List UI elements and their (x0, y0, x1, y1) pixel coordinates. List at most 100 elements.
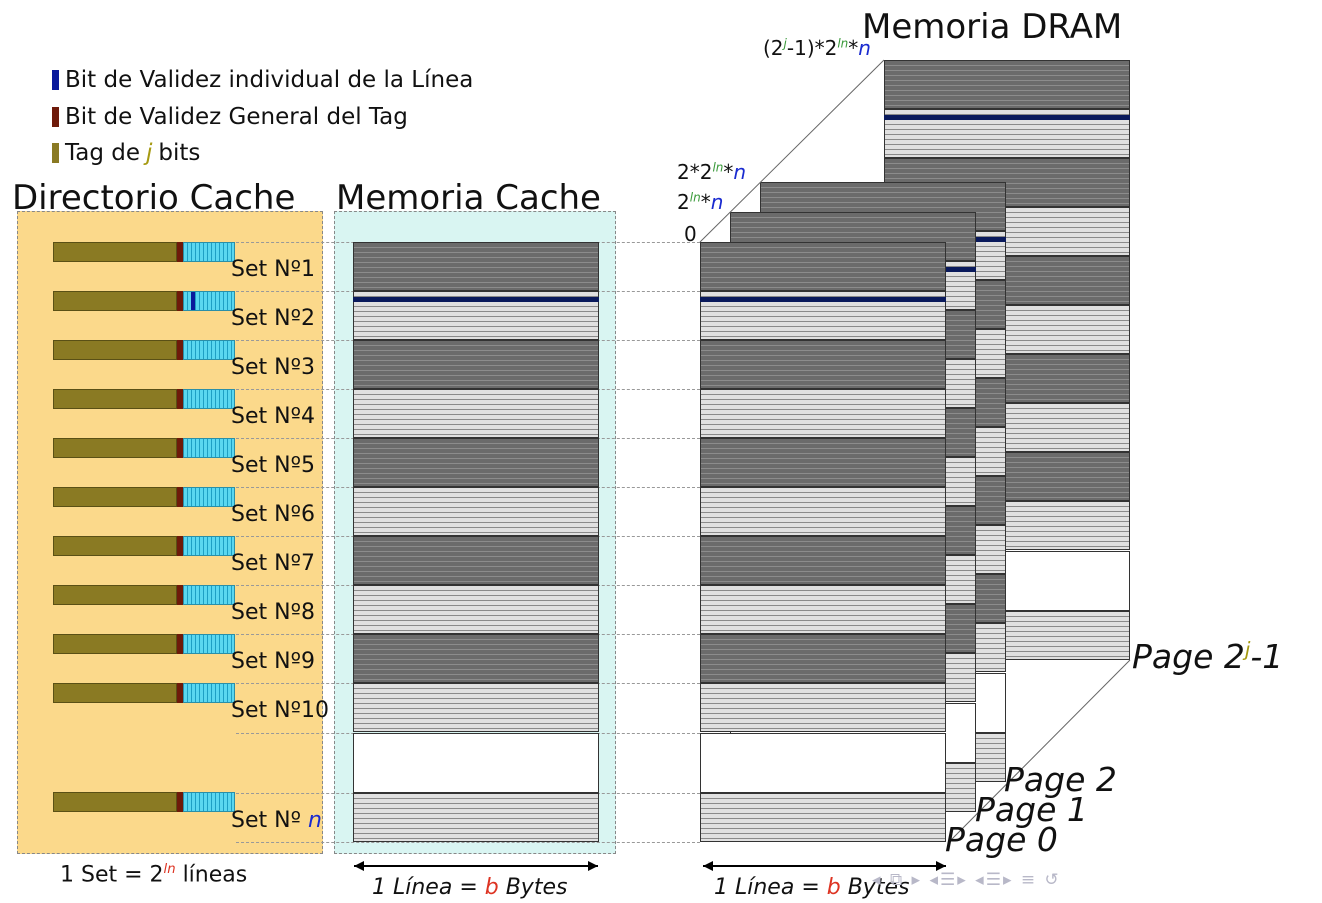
line-block (353, 242, 599, 291)
tag-entry (53, 389, 235, 409)
line-block (700, 487, 946, 536)
address-zero: 0 (684, 222, 697, 246)
line-valid-bits (183, 634, 235, 654)
tag-entry (53, 487, 235, 507)
nav-right-icon[interactable]: ▸ (911, 870, 923, 890)
legend-label-pre: Tag de (65, 140, 140, 166)
line-block (353, 340, 599, 389)
tag-field (53, 536, 177, 556)
addr-pre: 2*2 (677, 160, 713, 184)
valid-bit-marker (191, 292, 195, 310)
line-block (353, 438, 599, 487)
set-label-last: Set Nº n (231, 808, 322, 833)
tag-swatch-icon (52, 143, 59, 163)
tag-field (53, 585, 177, 605)
general-valid-bit (177, 634, 183, 654)
line-valid-bits (183, 291, 235, 311)
page-last-sup: j (1244, 638, 1251, 661)
addr-pre: (2 (763, 36, 784, 60)
addr-sup: ln (712, 160, 724, 175)
cache-line-definition: 1 Línea = b Bytes (372, 875, 567, 900)
subsection-icon[interactable]: ◂☰▸ (975, 870, 1014, 890)
tag-field (53, 487, 177, 507)
perspective-line-bottom (947, 659, 1131, 844)
tag-entry (53, 792, 235, 812)
tag-field (53, 683, 177, 703)
frame-icon[interactable]: ⧉ (889, 870, 905, 890)
line-block (700, 683, 946, 732)
general-valid-bit (177, 242, 183, 262)
general-valid-bit (177, 487, 183, 507)
line-block-last (700, 793, 946, 842)
set-label: Set Nº8 (231, 600, 315, 625)
tag-entry (53, 683, 235, 703)
set-label: Set Nº5 (231, 453, 315, 478)
general-valid-swatch-icon (52, 107, 59, 127)
section-icon[interactable]: ◂☰▸ (929, 870, 968, 890)
tag-field (53, 291, 177, 311)
general-valid-bit (177, 792, 183, 812)
line-def-pre: 1 Línea = (714, 875, 827, 900)
line-block (700, 242, 946, 291)
addr-mid: * (700, 190, 711, 214)
page-last-post: -1 (1250, 637, 1284, 676)
set-label: Set Nº9 (231, 649, 315, 674)
legend-label-var: j (146, 140, 153, 166)
gap-block (700, 733, 946, 793)
line-valid-bits (183, 683, 235, 703)
line-valid-bits (183, 536, 235, 556)
legend-line-valid: Bit de Validez individual de la Línea (52, 67, 473, 93)
line-block (884, 60, 1130, 109)
legend-label: Bit de Validez General del Tag (65, 104, 408, 130)
arrow-head-left-icon (703, 861, 713, 871)
line-valid-bits (183, 487, 235, 507)
addr-var: n (710, 190, 724, 214)
general-valid-bit (177, 585, 183, 605)
set-label: Set Nº2 (231, 306, 315, 331)
undo-icon[interactable]: ↺ (1044, 870, 1061, 890)
page-2-label: Page 2 (1004, 760, 1117, 799)
legend-label: Bit de Validez individual de la Línea (65, 67, 474, 93)
line-block (700, 634, 946, 683)
address-last-page: (2j-1)*2ln*n (763, 36, 871, 60)
line-valid-bits (183, 340, 235, 360)
tag-entry (53, 291, 235, 311)
general-valid-bit (177, 683, 183, 703)
page-0-label: Page 0 (945, 820, 1058, 859)
guide-line (236, 842, 700, 843)
general-valid-bit (177, 340, 183, 360)
valid-line-marker (353, 297, 599, 302)
addr-var: n (733, 160, 747, 184)
directory-panel (17, 211, 323, 854)
tag-entry (53, 634, 235, 654)
dram-title: Memoria DRAM (862, 7, 1123, 47)
set-label: Set Nº1 (231, 257, 315, 282)
set-label: Set Nº3 (231, 355, 315, 380)
arrow-head-right-icon (936, 861, 946, 871)
beamer-navigation: ◂ ⧉ ▸ ◂☰▸ ◂☰▸ ≡ ↺ (872, 870, 1061, 890)
line-block (700, 585, 946, 634)
line-def-post: Bytes (840, 875, 910, 900)
line-valid-bits (183, 389, 235, 409)
line-block (353, 683, 599, 732)
tag-entry (53, 585, 235, 605)
dram-line-definition: 1 Línea = b Bytes (714, 875, 909, 900)
align-icon[interactable]: ≡ (1020, 870, 1038, 890)
line-valid-bits (183, 242, 235, 262)
line-block (700, 536, 946, 585)
line-block (353, 389, 599, 438)
tag-entry (53, 536, 235, 556)
tag-field (53, 634, 177, 654)
line-valid-bits (183, 438, 235, 458)
addr-mid: -1)*2 (786, 36, 838, 60)
perspective-line-top (699, 59, 885, 243)
nav-left-icon[interactable]: ◂ (872, 870, 883, 890)
set-def-sup: ln (163, 862, 176, 877)
legend-tag-valid: Bit de Validez General del Tag (52, 104, 408, 130)
line-def-var: b (484, 875, 499, 900)
tag-entry (53, 438, 235, 458)
tag-field (53, 340, 177, 360)
set-label: Set Nº10 (231, 698, 329, 723)
line-block (353, 487, 599, 536)
